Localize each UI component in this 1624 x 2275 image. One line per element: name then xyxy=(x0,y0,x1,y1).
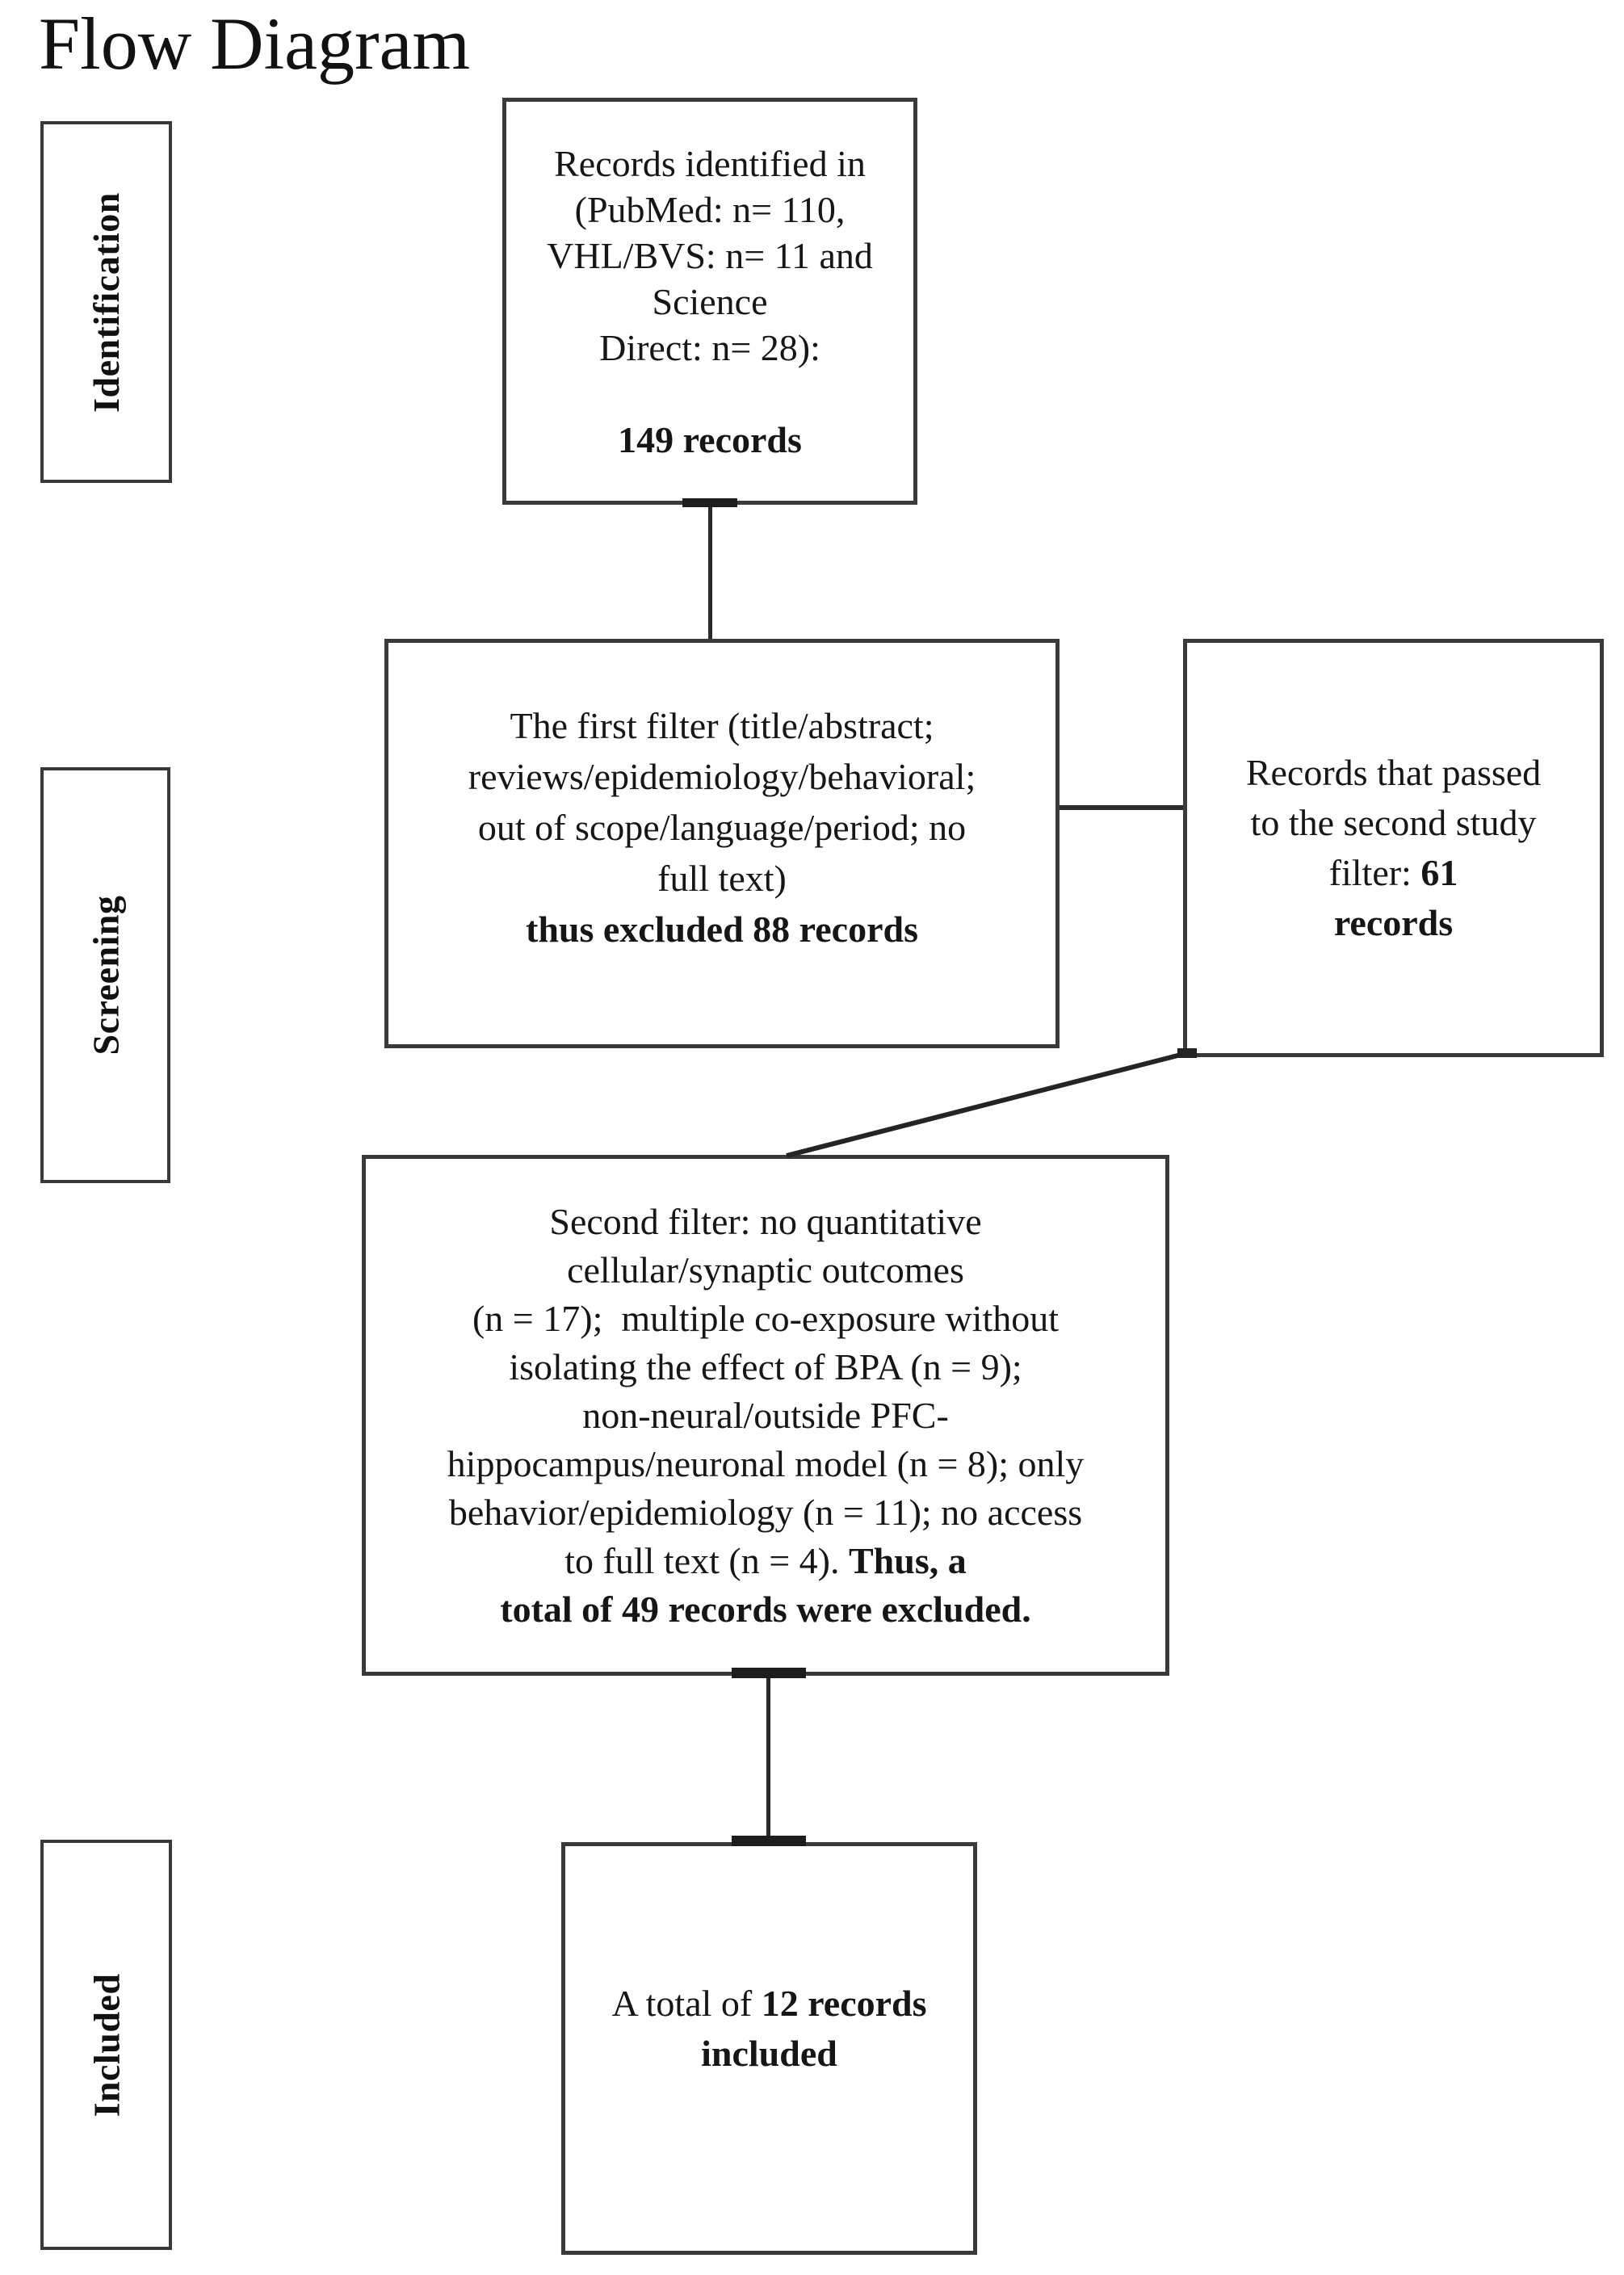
box-text-line: reviews/epidemiology/behavioral; xyxy=(468,756,976,797)
box-text-line: filter: 61 xyxy=(1187,848,1600,898)
stage-label-included-text: Included xyxy=(86,1973,128,2117)
connector-junction-stub xyxy=(732,1836,806,1846)
box-text-line: hippocampus/neuronal model (n = 8); only xyxy=(447,1442,1085,1484)
box-text-line: behavior/epidemiology (n = 11); no acces… xyxy=(448,1491,1083,1533)
stage-label-identification: Identification xyxy=(40,121,172,483)
passed-count: 61 xyxy=(1420,852,1458,893)
records-total-line: 149 records xyxy=(618,418,802,460)
included-word: included xyxy=(701,2032,837,2074)
box-text-line: (PubMed: n= 110, xyxy=(574,188,846,230)
included-records-box: A total of 12 records included xyxy=(561,1842,977,2255)
stage-label-screening: Screening xyxy=(40,767,170,1183)
box-text-line: The first filter (title/abstract; xyxy=(510,705,934,746)
stage-label-identification-text: Identification xyxy=(86,191,127,413)
page-title: Flow Diagram xyxy=(39,2,471,85)
second-filter-line8-prefix: to full text (n = 4). xyxy=(564,1539,849,1581)
box-text-line: isolating the effect of BPA (n = 9); xyxy=(509,1345,1022,1387)
connector-junction-stub xyxy=(732,1668,806,1678)
box-text-line: (n = 17); multiple co-exposure without xyxy=(472,1297,1060,1339)
connector-junction-stub xyxy=(682,498,737,507)
connector-second-filter-to-included xyxy=(766,1674,770,1842)
stage-label-screening-text: Screening xyxy=(85,895,126,1056)
included-line-prefix: A total of xyxy=(611,1982,762,2024)
connector-first-filter-to-passed xyxy=(1060,805,1183,810)
included-count: 12 records xyxy=(761,1982,927,2024)
box-text-line: Records identified in xyxy=(554,142,866,184)
passed-records-word: records xyxy=(1333,902,1454,943)
box-text-line: Science xyxy=(652,280,768,322)
box-text-line: full text) xyxy=(657,858,787,899)
box-text-line: out of scope/language/period; no xyxy=(477,807,967,848)
second-filter-line8-bold: Thus, a xyxy=(848,1539,967,1581)
spacer xyxy=(506,371,913,417)
box-text-line: Records that passed xyxy=(1245,752,1542,793)
box-text-line: VHL/BVS: n= 11 and xyxy=(547,234,873,276)
stage-label-included: Included xyxy=(40,1840,172,2250)
box-text-line: to the second study xyxy=(1250,802,1537,843)
excluded-total-line: thus excluded 88 records xyxy=(526,909,918,950)
second-filter-excluded-total: total of 49 records were excluded. xyxy=(500,1588,1031,1630)
box-text-line: cellular/synaptic outcomes xyxy=(567,1249,964,1291)
box-text-line: Second filter: no quantitative xyxy=(549,1200,982,1242)
passed-filter-prefix: filter: xyxy=(1328,852,1421,893)
records-identified-box: Records identified in (PubMed: n= 110, V… xyxy=(502,98,917,505)
first-filter-box: The first filter (title/abstract; review… xyxy=(384,639,1060,1048)
box-text-line: Direct: n= 28): xyxy=(599,326,820,368)
connector-passed-to-second-filter xyxy=(786,1048,1197,1158)
passed-records-box: Records that passed to the second study … xyxy=(1183,639,1604,1057)
second-filter-box: Second filter: no quantitative cellular/… xyxy=(362,1155,1169,1676)
box-text-line: to full text (n = 4). Thus, a xyxy=(366,1537,1165,1585)
connector-identified-to-first-filter xyxy=(708,505,712,639)
box-text-line: A total of 12 records xyxy=(565,1979,973,2029)
box-text-line: non-neural/outside PFC- xyxy=(582,1394,949,1436)
